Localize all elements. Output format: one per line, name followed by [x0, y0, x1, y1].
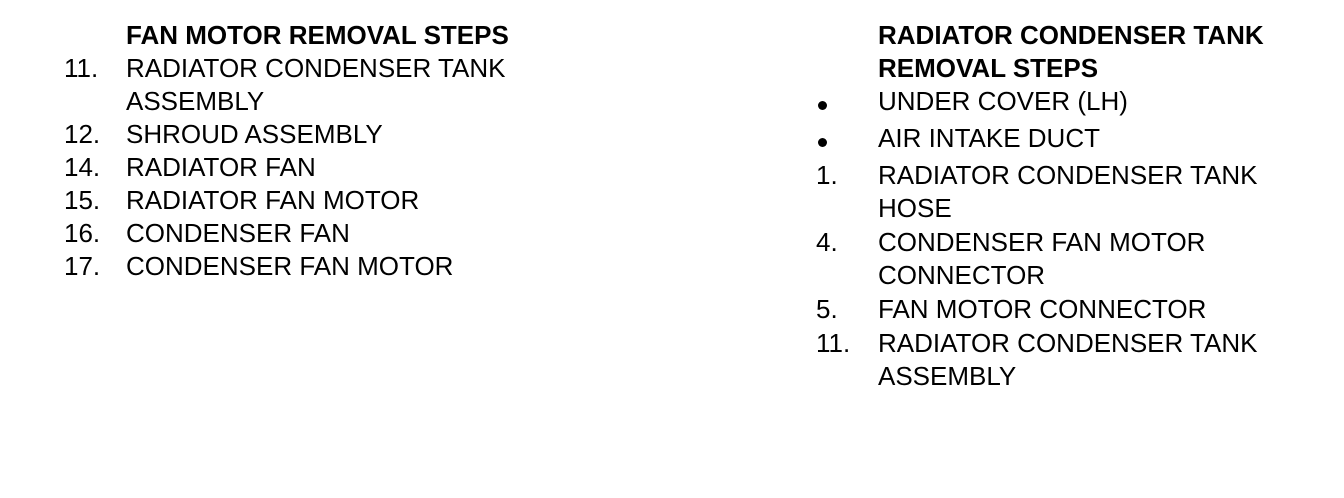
step-text: FAN MOTOR CONNECTOR	[878, 294, 1207, 324]
step-text: CONDENSER FAN	[126, 218, 350, 248]
step-number: 1.	[816, 160, 838, 190]
bullet-marker	[816, 122, 878, 155]
step-item: 15. RADIATOR FAN MOTOR	[64, 184, 624, 217]
bullet-dot-icon	[818, 138, 827, 147]
step-number: 4.	[816, 227, 838, 257]
fan-motor-removal-section: FAN MOTOR REMOVAL STEPS 11. RADIATOR CON…	[64, 19, 624, 283]
fan-motor-removal-heading: FAN MOTOR REMOVAL STEPS	[126, 20, 509, 50]
step-item: 11. RADIATOR CONDENSER TANK ASSEMBLY	[816, 327, 1316, 393]
fan-motor-step-list: 11. RADIATOR CONDENSER TANK ASSEMBLY 12.…	[64, 52, 624, 283]
step-text: RADIATOR CONDENSER TANK HOSE	[878, 160, 1258, 223]
bullet-item: AIR INTAKE DUCT	[816, 122, 1316, 155]
step-number: 5.	[816, 294, 838, 324]
step-item: 17. CONDENSER FAN MOTOR	[64, 250, 624, 283]
bullet-item: UNDER COVER (LH)	[816, 85, 1316, 118]
step-item: 1. RADIATOR CONDENSER TANK HOSE	[816, 159, 1316, 225]
step-number: 11.	[64, 53, 99, 83]
step-item: 16. CONDENSER FAN	[64, 217, 624, 250]
step-number: 14.	[64, 152, 101, 182]
step-number: 12.	[64, 119, 101, 149]
step-item: 5. FAN MOTOR CONNECTOR	[816, 293, 1316, 326]
radiator-tank-removal-heading: RADIATOR CONDENSER TANK REMOVAL STEPS	[878, 20, 1264, 83]
step-item: 11. RADIATOR CONDENSER TANK ASSEMBLY	[64, 52, 624, 118]
step-text: CONDENSER FAN MOTOR	[126, 251, 454, 281]
step-number: 17.	[64, 251, 101, 281]
step-item: 12. SHROUD ASSEMBLY	[64, 118, 624, 151]
bullet-marker	[816, 85, 878, 118]
step-text: SHROUD ASSEMBLY	[126, 119, 383, 149]
radiator-tank-step-list: UNDER COVER (LH) AIR INTAKE DUCT 1. RADI…	[816, 85, 1316, 393]
step-text: RADIATOR CONDENSER TANK ASSEMBLY	[878, 328, 1258, 391]
step-item: 14. RADIATOR FAN	[64, 151, 624, 184]
step-text: RADIATOR FAN MOTOR	[126, 185, 420, 215]
step-number: 15.	[64, 185, 101, 215]
step-text: UNDER COVER (LH)	[878, 86, 1128, 116]
step-item: 4. CONDENSER FAN MOTOR CONNECTOR	[816, 226, 1316, 292]
radiator-tank-removal-section: RADIATOR CONDENSER TANK REMOVAL STEPS UN…	[816, 19, 1316, 394]
step-text: RADIATOR FAN	[126, 152, 316, 182]
bullet-dot-icon	[818, 101, 827, 110]
step-number: 16.	[64, 218, 101, 248]
step-number: 11.	[816, 328, 851, 358]
step-text: AIR INTAKE DUCT	[878, 123, 1100, 153]
step-text: RADIATOR CONDENSER TANK ASSEMBLY	[126, 53, 506, 116]
step-text: CONDENSER FAN MOTOR CONNECTOR	[878, 227, 1206, 290]
